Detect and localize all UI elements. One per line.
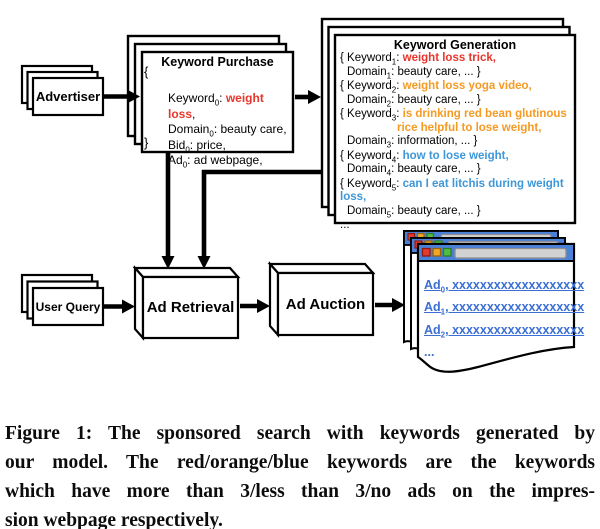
browser-window-front (416, 242, 576, 373)
kg-entry-2: { Keyword2: weight loss yoga video, Doma… (340, 80, 532, 108)
kg-entry-3: { Keyword3: is drinking red bean glutino… (340, 108, 573, 149)
ad-auction-label: Ad Auction (285, 295, 366, 313)
serp-ellipsis: ... (424, 345, 435, 360)
diagram-shapes (20, 17, 577, 373)
kp-domain-line: Domain0: beauty care, (168, 122, 287, 139)
ad-retrieval-label: Ad Retrieval (146, 299, 235, 316)
serp-ad-link: Ad0, xxxxxxxxxxxxxxxxxxx (424, 278, 585, 295)
kp-close-brace: } (144, 135, 149, 150)
figure-caption: Figure 1: The sponsored search with keyw… (5, 419, 595, 529)
kg-entry-4: { Keyword4: how to lose weight, Domain4:… (340, 149, 509, 178)
kg-keyword-orange: weight loss yoga video, (402, 80, 532, 92)
keyword-generation-title: Keyword Generation (393, 38, 517, 52)
kp-keyword-value: weight loss (168, 91, 264, 121)
kp-open-brace: { (144, 64, 149, 79)
user-query-stack (20, 273, 105, 327)
address-bar (454, 247, 567, 259)
user-query-label: User Query (35, 299, 101, 314)
arrow-generation-to-retrieval (197, 256, 211, 269)
kg-ellipsis: ... (340, 219, 350, 231)
kp-bid-line: Bid0: price, (168, 137, 226, 154)
kp-ad-line: Ad0: ad webpage, (168, 153, 263, 170)
kg-keyword-orange: is drinking red bean glutinous (402, 108, 567, 120)
advertiser-stack (20, 64, 105, 117)
kg-keyword-red: weight loss trick, (402, 52, 496, 64)
kg-entry-1: { Keyword1: weight loss trick, Domain1: … (340, 52, 496, 80)
arrow-purchase-to-generation (308, 90, 321, 104)
kp-keyword-line: Keyword0: weight loss, (168, 91, 264, 121)
ad-auction-box (267, 261, 376, 338)
serp-ad-link: Ad2, xxxxxxxxxxxxxxxxxxx (424, 322, 585, 340)
keyword-generation-stack (320, 17, 577, 225)
caption-line: Figure 1: The sponsored search with keyw… (5, 423, 595, 444)
advertiser-label: Advertiser (35, 89, 101, 104)
arrow-advertiser-to-purchase (127, 89, 140, 104)
kp-fields: Keyword0: weight loss, Domain0: beauty c… (168, 91, 293, 169)
kg-entries: { Keyword1: weight loss trick, Domain1: … (340, 52, 573, 233)
keyword-purchase-title: Keyword Purchase (161, 55, 274, 69)
serp-ad-link: Ad1, xxxxxxxxxxxxxxxxxxx (424, 300, 585, 317)
caption-line: sion webpage respectively. (5, 510, 223, 529)
arrow-retrieval-to-auction (257, 299, 270, 313)
arrow-query-to-retrieval (122, 299, 135, 314)
keyword-purchase-stack (126, 34, 295, 154)
diagram: Advertiser Keyword Purchase { Keyword0: … (20, 17, 585, 373)
kg-entry-5: { Keyword5: can I eat litchis during wei… (340, 177, 564, 219)
arrow-auction-to-serp (392, 298, 405, 312)
flow-arrows (104, 89, 405, 314)
serp-ad-list: Ad0, xxxxxxxxxxxxxxxxxxx Ad1, xxxxxxxxxx… (424, 274, 585, 364)
kg-keyword-orange-cont: rice helpful to lose weight, (397, 121, 542, 134)
caption-line: our model. The red/orange/blue keywords … (5, 452, 595, 473)
arrow-purchase-to-retrieval (161, 256, 175, 269)
ad-retrieval-box (132, 265, 241, 341)
window-button-red (421, 247, 431, 257)
kg-keyword-blue: can I eat litchis during weight loss, (340, 177, 564, 204)
kg-keyword-blue: how to lose weight, (402, 149, 509, 162)
window-button-green (442, 247, 452, 257)
caption-line: which have more than 3/less than 3/no ad… (5, 481, 595, 502)
window-button-yellow (432, 247, 442, 257)
